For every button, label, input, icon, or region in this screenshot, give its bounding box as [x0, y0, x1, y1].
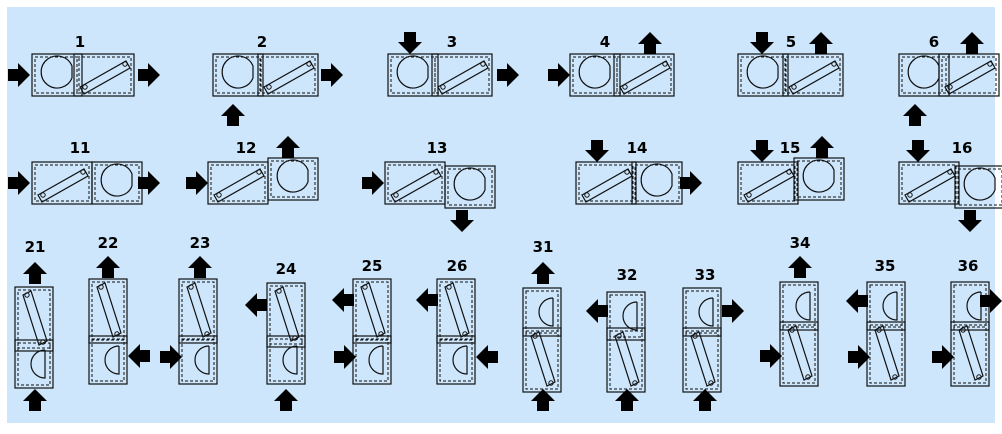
- arrangement-26: 26: [416, 257, 498, 385]
- arrangement-22: 22: [88, 234, 150, 385]
- arrangement-5: 5: [737, 32, 844, 97]
- arrangement-11: 11: [8, 139, 160, 205]
- arrangement-label: 15: [780, 139, 801, 157]
- arrangement-label: 6: [929, 33, 939, 51]
- arrangement-label: 24: [276, 260, 297, 278]
- arrangement-label: 33: [695, 266, 716, 284]
- arrangement-34: 34: [760, 234, 819, 387]
- arrangement-31: 31: [522, 238, 562, 411]
- arrangement-15: 15: [737, 136, 845, 205]
- arrangement-label: 11: [70, 139, 91, 157]
- arrangement-13: 13: [362, 139, 496, 232]
- arrangement-25: 25: [332, 257, 392, 385]
- arrangement-label: 31: [533, 238, 554, 256]
- arrangement-label: 1: [75, 33, 85, 51]
- arrangement-24: 24: [245, 260, 306, 411]
- arrangement-35: 35: [846, 257, 906, 387]
- arrangement-12: 12: [186, 136, 319, 205]
- arrangement-label: 2: [257, 33, 267, 51]
- arrangement-label: 3: [447, 33, 457, 51]
- arrangement-label: 36: [958, 257, 979, 275]
- arrangement-14: 14: [575, 139, 702, 205]
- arrangement-21: 21: [14, 238, 54, 411]
- arrangement-label: 35: [875, 257, 896, 275]
- arrangement-6: 6: [898, 32, 1000, 126]
- arrangement-label: 12: [236, 139, 257, 157]
- arrangement-3: 3: [387, 32, 519, 97]
- arrangement-label: 34: [790, 234, 811, 252]
- arrangement-label: 32: [617, 266, 638, 284]
- arrangement-label: 16: [952, 139, 973, 157]
- arrangement-label: 26: [447, 257, 468, 275]
- arrangement-label: 4: [600, 33, 610, 51]
- arrangement-4: 4: [548, 32, 675, 97]
- arrangement-label: 21: [25, 238, 46, 256]
- arrangement-23: 23: [160, 234, 218, 385]
- arrangement-1: 1: [8, 33, 160, 97]
- arrangement-33: 33: [682, 266, 744, 411]
- arrangement-label: 25: [362, 257, 383, 275]
- arrangement-16: 16: [898, 139, 1002, 232]
- arrangement-label: 22: [98, 234, 119, 252]
- arrangement-2: 2: [212, 33, 343, 126]
- arrangement-label: 14: [627, 139, 648, 157]
- arrangement-36: 36: [932, 257, 1002, 387]
- arrangement-label: 13: [427, 139, 448, 157]
- arrangement-label: 5: [786, 33, 796, 51]
- arrangement-label: 23: [190, 234, 211, 252]
- arrangement-32: 32: [586, 266, 646, 411]
